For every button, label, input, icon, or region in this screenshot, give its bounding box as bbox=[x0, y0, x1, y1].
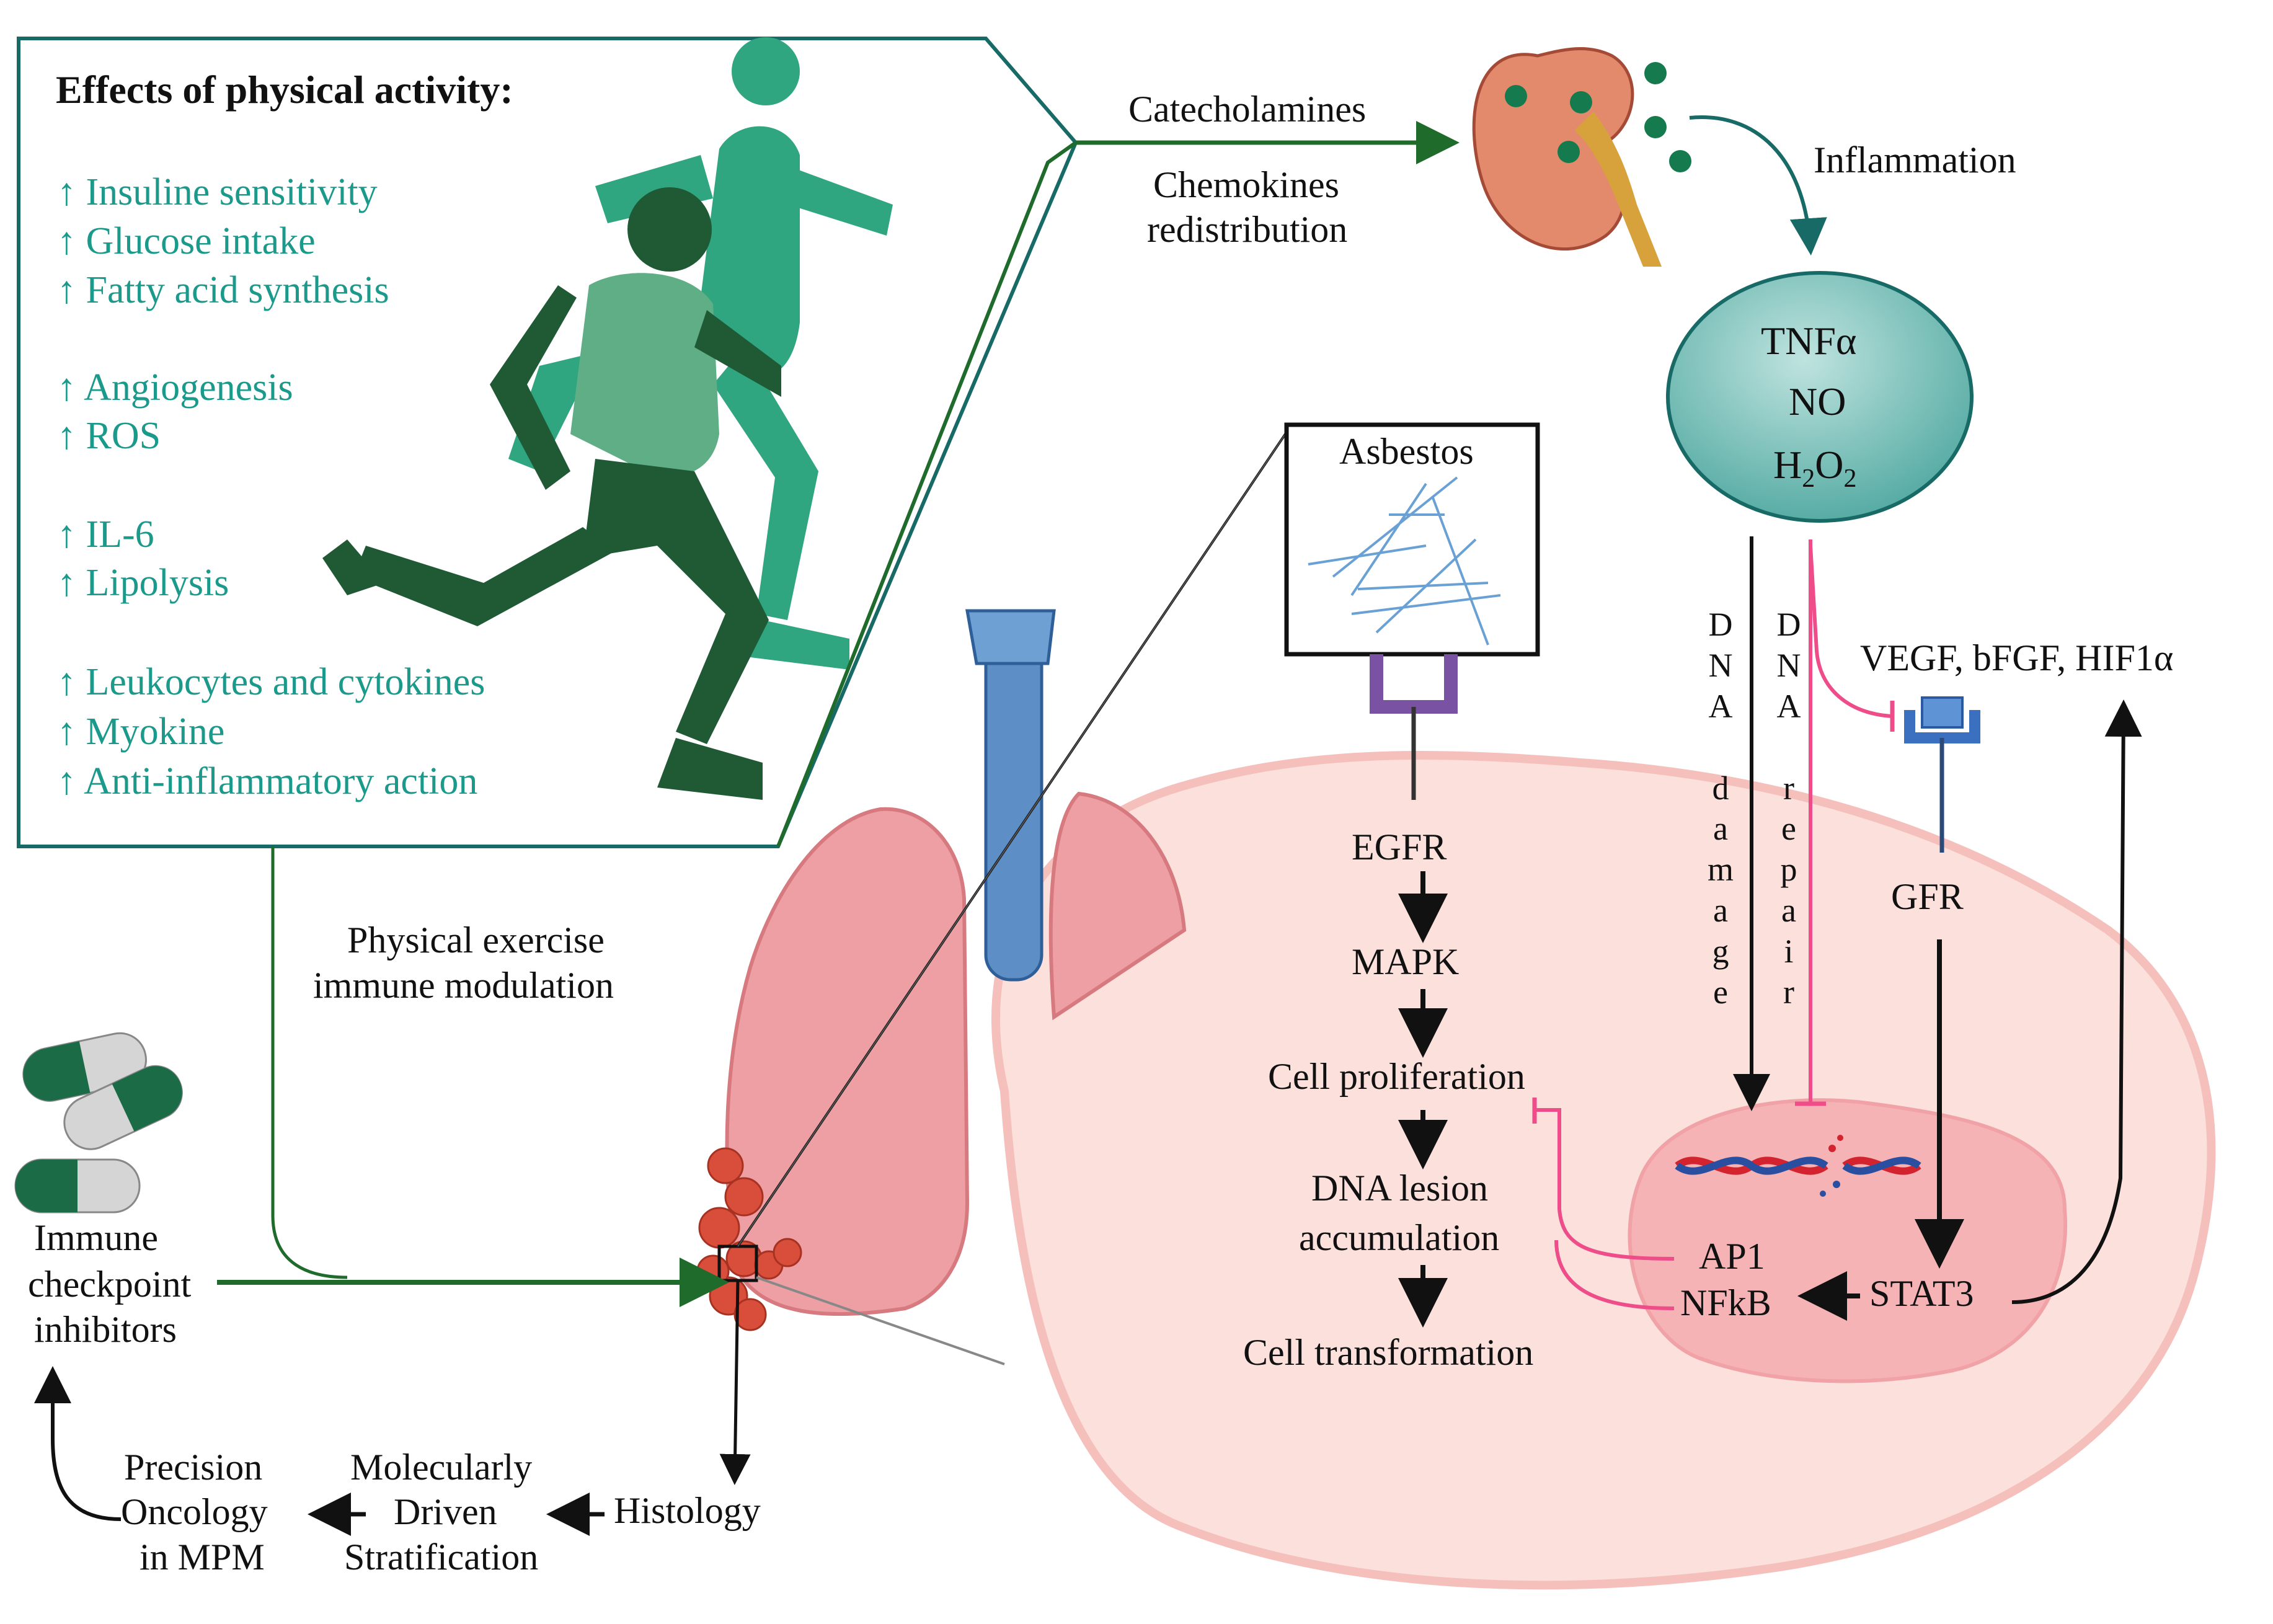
effect-item: ↑ Fatty acid synthesis bbox=[57, 269, 389, 311]
ap1-label: AP1 bbox=[1699, 1236, 1765, 1277]
nfkb-inhibit-line bbox=[1554, 1240, 1675, 1310]
inflammation-label: Inflammation bbox=[1814, 140, 2016, 180]
cell-proliferation-label: Cell proliferation bbox=[1268, 1056, 1525, 1097]
no-label: NO bbox=[1789, 379, 1846, 424]
gfr-receptor-icon bbox=[1904, 696, 1980, 853]
dna-helix-icon bbox=[1675, 1135, 1921, 1197]
effect-item: ↑ Anti-inflammatory action bbox=[57, 760, 478, 802]
female-runner-icon bbox=[508, 37, 893, 670]
asbestos-box bbox=[1284, 422, 1540, 657]
precision-label-2: Oncology bbox=[121, 1491, 268, 1532]
egfr-receptor-icon bbox=[1370, 654, 1458, 800]
effect-item: ↑ ROS bbox=[57, 415, 161, 457]
checkpoint-label: Immune bbox=[34, 1217, 158, 1258]
exercise-label: Physical exercise bbox=[347, 920, 605, 961]
effect-item: ↑ Glucose intake bbox=[57, 220, 316, 262]
checkpoint-label-3: inhibitors bbox=[34, 1309, 177, 1350]
nfkb-label: NFkB bbox=[1680, 1282, 1771, 1323]
chemokines-label-2: redistribution bbox=[1147, 209, 1348, 250]
exercise-label-2: immune modulation bbox=[313, 965, 614, 1006]
pills-icon bbox=[14, 1032, 183, 1214]
growth-factors-label: VEGF, bFGF, HIF1α bbox=[1860, 637, 2174, 678]
male-runner-icon bbox=[322, 187, 781, 800]
molecular-label-2: Driven bbox=[394, 1491, 497, 1532]
ap1-inhibit-prolif bbox=[1535, 1108, 1675, 1261]
precision-checkpoint-arrow bbox=[34, 1366, 122, 1521]
checkpoint-label-2: checkpoint bbox=[28, 1264, 192, 1305]
trachea-icon bbox=[965, 609, 1056, 982]
stat3-vegf-arrow bbox=[2011, 699, 2142, 1304]
asbestos-label: Asbestos bbox=[1339, 431, 1474, 472]
tumor-histology-arrow bbox=[719, 1280, 751, 1485]
exercise-connector bbox=[776, 141, 1077, 848]
inflammation-arrow bbox=[1689, 115, 1827, 255]
chemokines-label: Chemokines bbox=[1153, 164, 1339, 205]
cell-transformation-label: Cell transformation bbox=[1243, 1332, 1534, 1373]
effect-item: ↑ Myokine bbox=[57, 711, 225, 753]
accumulation-label: accumulation bbox=[1299, 1217, 1500, 1258]
lungs-icon bbox=[725, 791, 1187, 1316]
stat3-label: STAT3 bbox=[1869, 1273, 1974, 1314]
effect-item: ↑ Lipolysis bbox=[57, 562, 229, 604]
effect-item: ↑ Leukocytes and cytokines bbox=[57, 661, 485, 703]
mediators-sphere bbox=[1666, 271, 1974, 523]
catecholamines-label: Catecholamines bbox=[1128, 89, 1367, 130]
exercise-line bbox=[271, 846, 348, 1279]
effect-item: ↑ Angiogenesis bbox=[57, 366, 293, 409]
histology-label: Histology bbox=[614, 1490, 761, 1531]
effects-title: Effects of physical activity: bbox=[56, 68, 513, 112]
mapk-label: MAPK bbox=[1352, 941, 1460, 982]
precision-label-3: in MPM bbox=[140, 1537, 265, 1577]
asbestos-fibers-icon bbox=[1308, 476, 1501, 646]
molecule-dots bbox=[1505, 62, 1691, 172]
precision-label: Precision bbox=[124, 1447, 263, 1488]
egfr-label: EGFR bbox=[1352, 827, 1447, 867]
gfr-label: GFR bbox=[1891, 876, 1964, 917]
nucleus bbox=[1628, 1098, 2067, 1383]
gfr-inhibit bbox=[1809, 545, 1892, 718]
molecular-label: Molecularly bbox=[350, 1447, 533, 1488]
dna-lesion-label: DNA lesion bbox=[1311, 1168, 1488, 1209]
molecular-label-3: Stratification bbox=[344, 1537, 539, 1577]
effects-panel bbox=[17, 37, 1078, 848]
h2o2-label: H2O2 bbox=[1773, 443, 1857, 493]
tnf-label: TNFα bbox=[1761, 319, 1857, 363]
effect-item: ↑ IL-6 bbox=[57, 513, 154, 556]
effect-item: ↑ Insuline sensitivity bbox=[57, 171, 378, 213]
